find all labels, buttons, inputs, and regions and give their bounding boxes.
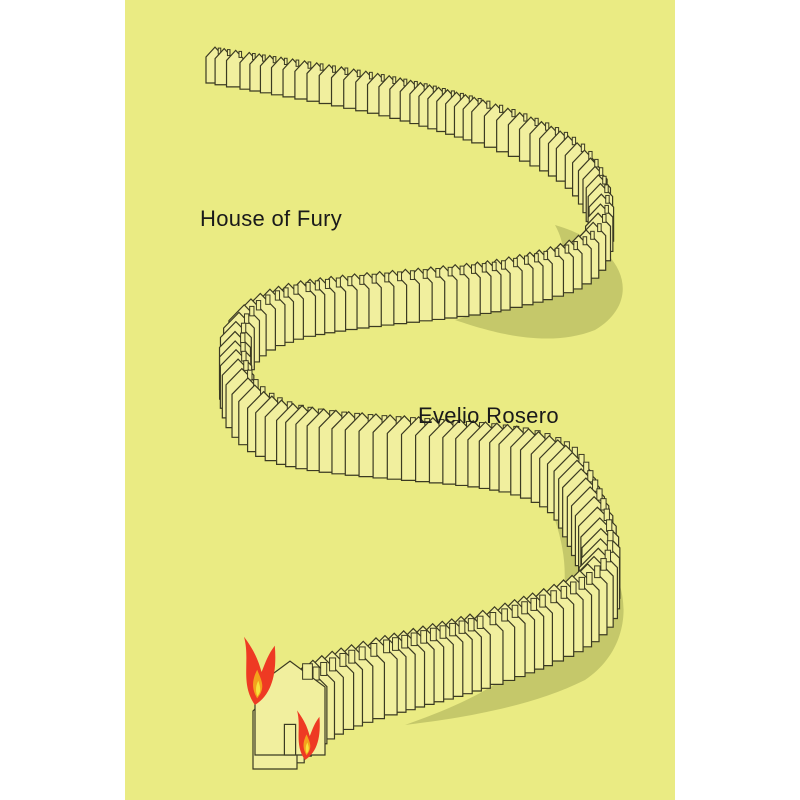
fire-group (244, 636, 320, 760)
author-name: Evelio Rosero (418, 403, 559, 428)
book-cover: House of Fury Evelio Rosero (125, 0, 675, 800)
flame-icon (244, 636, 276, 705)
shadow-shape (405, 520, 624, 725)
flame-icon (297, 710, 320, 760)
house-row (205, 46, 621, 770)
house-serpentine-illustration (205, 46, 624, 770)
book-title: House of Fury (200, 206, 343, 231)
